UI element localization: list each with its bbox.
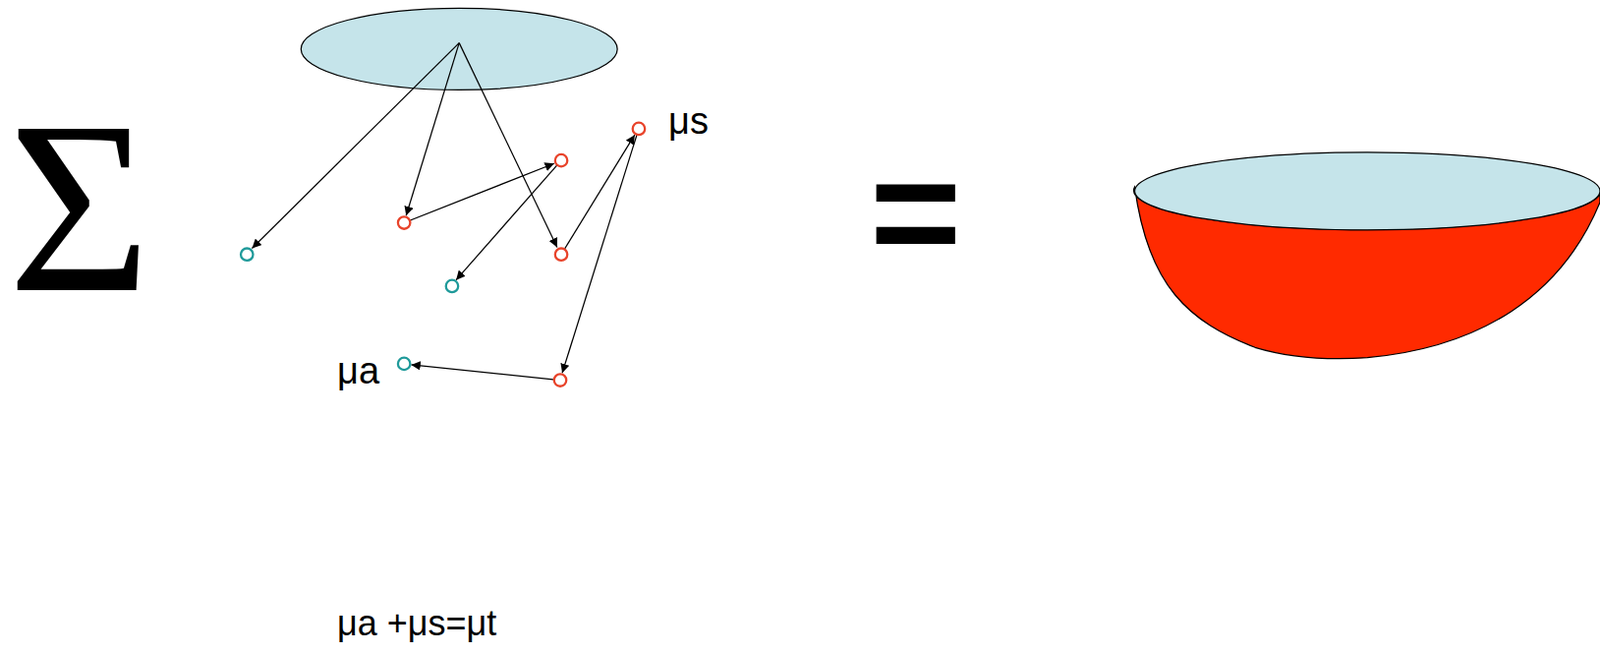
- scattering-coefficient: μs: [668, 102, 709, 140]
- scatter-events: [398, 122, 645, 387]
- source-disc: [300, 7, 618, 90]
- equals-sign: =: [869, 133, 962, 291]
- sum-symbol: Σ: [7, 84, 152, 331]
- coefficient-equation: μa +μs=μt: [337, 605, 497, 641]
- absorption-coefficient: μa: [337, 351, 380, 390]
- fluence-bowl: [1134, 152, 1600, 359]
- photon-paths: [251, 43, 639, 381]
